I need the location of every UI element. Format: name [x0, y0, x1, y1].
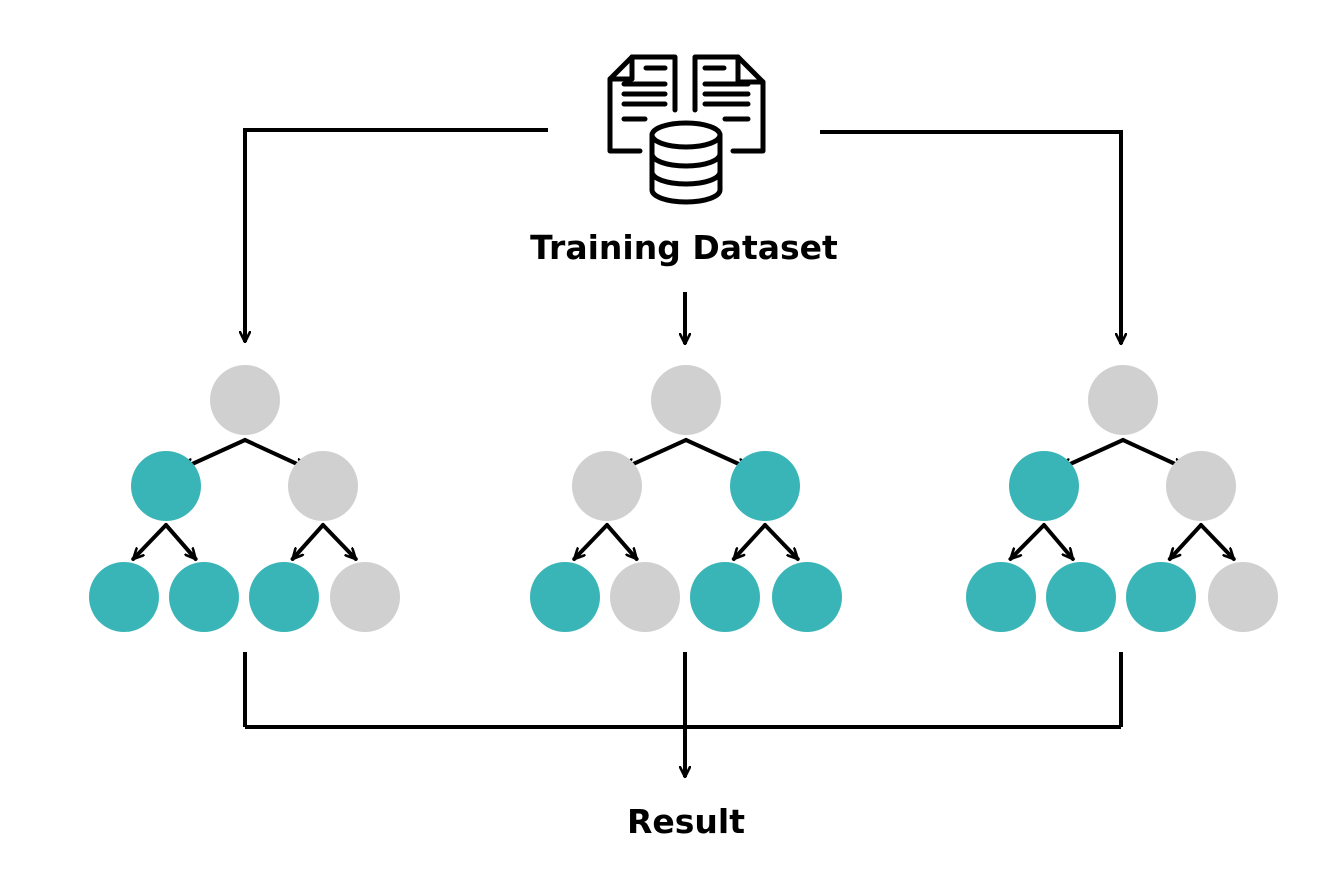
tree-1-leaf-node	[169, 562, 239, 632]
tree-1-leaf-node	[89, 562, 159, 632]
tree-2-leaf-node	[690, 562, 760, 632]
tree-3-level1-node	[1166, 451, 1236, 521]
tree-1-branch-root-right	[243, 438, 308, 470]
result-connectors	[243, 652, 1123, 777]
tree-1-level1-node	[288, 451, 358, 521]
tree-2-branch-l1b-right	[763, 523, 800, 561]
tree-1-branch-l1b-right	[321, 523, 358, 561]
tree-2-branch-root-right	[684, 438, 750, 470]
tree-1-branch-l1a-right	[164, 523, 198, 561]
tree-3-branch-root-right	[1121, 438, 1186, 470]
tree-2-root-node	[651, 365, 721, 435]
result-label: Result	[627, 802, 745, 841]
connector-left	[245, 128, 548, 342]
source-label: Training Dataset	[530, 228, 838, 267]
tree-2-branch-root-left	[622, 438, 688, 470]
tree-3-branch-l1a-right	[1042, 523, 1075, 561]
tree-1-branch-root-left	[181, 438, 247, 470]
documents-database-icon	[607, 54, 766, 205]
tree-3-level1-node	[1009, 451, 1079, 521]
tree-1-level1-node	[131, 451, 201, 521]
tree-1-branch-l1b-left	[290, 523, 325, 561]
tree-2-level1-node	[572, 451, 642, 521]
tree-3-leaf-node	[966, 562, 1036, 632]
decision-trees	[89, 365, 1278, 632]
tree-1-leaf-node	[249, 562, 319, 632]
tree-3-branch-root-left	[1059, 438, 1125, 470]
tree-3-leaf-node	[1046, 562, 1116, 632]
tree-2-leaf-node	[610, 562, 680, 632]
tree-2-branch-l1a-left	[572, 523, 609, 561]
tree-3-branch-l1b-right	[1199, 523, 1236, 561]
tree-2-branch-l1b-left	[731, 523, 767, 561]
tree-3-branch-l1b-left	[1167, 523, 1203, 561]
tree-3-branch-l1a-left	[1008, 523, 1046, 561]
tree-2-leaf-node	[530, 562, 600, 632]
tree-2-level1-node	[730, 451, 800, 521]
tree-1-branch-l1a-left	[131, 523, 168, 561]
tree-2-branch-l1a-right	[605, 523, 639, 561]
tree-3-leaf-node	[1126, 562, 1196, 632]
connector-right	[820, 130, 1121, 344]
tree-3-leaf-node	[1208, 562, 1278, 632]
tree-1-leaf-node	[330, 562, 400, 632]
source-connectors	[245, 128, 1121, 344]
tree-2-leaf-node	[772, 562, 842, 632]
tree-3-root-node	[1088, 365, 1158, 435]
tree-1-root-node	[210, 365, 280, 435]
